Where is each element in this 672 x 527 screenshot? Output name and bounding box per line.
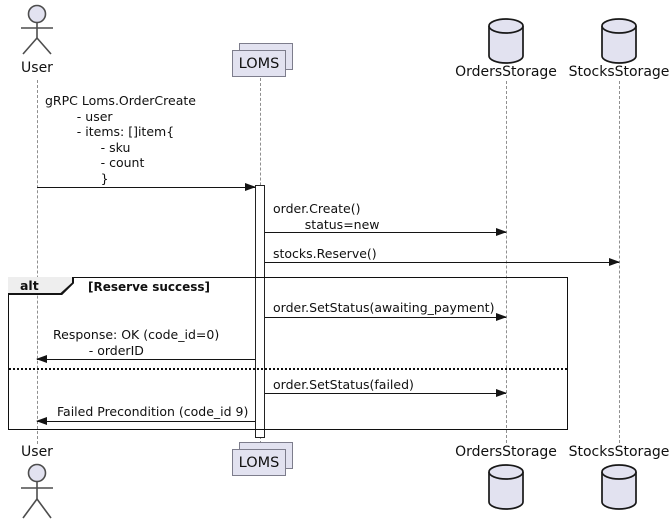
arrowhead-icon <box>496 227 507 236</box>
arrowhead-icon <box>496 312 507 321</box>
message-arrow-loms-to-stocks <box>265 257 620 266</box>
activation-bar-loms <box>255 185 265 438</box>
arrowhead-icon <box>36 354 47 363</box>
alt-operator-label: alt <box>20 277 39 293</box>
alt-operator-tab: alt <box>8 277 74 295</box>
alt-frame <box>8 277 568 430</box>
message-label-order-create-request: gRPC Loms.OrderCreate - user - items: []… <box>45 93 196 186</box>
lifeline-user <box>37 80 38 444</box>
message-label-setstatus-failed: order.SetStatus(failed) <box>273 377 414 392</box>
message-arrow-loms-to-orders-3 <box>265 388 507 397</box>
database-icon-orders-top <box>488 18 524 64</box>
collections-icon-loms-bottom: LOMS <box>232 442 293 476</box>
participant-label-stocks-top: StocksStorage <box>568 64 670 80</box>
message-arrow-loms-to-orders-2 <box>265 312 507 321</box>
message-arrow-user-to-loms <box>37 182 256 191</box>
database-icon-stocks-bottom <box>601 464 637 510</box>
participant-label-loms-top: LOMS <box>232 50 286 77</box>
participant-label-loms-bottom: LOMS <box>232 449 286 476</box>
alt-else-divider <box>9 368 567 370</box>
message-arrow-loms-to-user-fail <box>36 416 255 425</box>
arrowhead-icon <box>245 182 256 191</box>
participant-label-orders-top: OrdersStorage <box>455 64 557 80</box>
arrowhead-icon <box>609 257 620 266</box>
message-label-setstatus-awaiting: order.SetStatus(awaiting_payment) <box>273 300 495 315</box>
participant-label-stocks-bottom: StocksStorage <box>568 444 670 460</box>
collections-icon-loms-top: LOMS <box>232 43 293 77</box>
database-icon-orders-bottom <box>488 464 524 510</box>
message-arrow-loms-to-orders-1 <box>265 227 507 236</box>
participant-label-user-top: User <box>21 60 53 76</box>
message-label-stocks-reserve: stocks.Reserve() <box>273 246 377 261</box>
message-label-failed-precondition: Failed Precondition (code_id 9) <box>57 404 249 419</box>
arrowhead-icon <box>496 388 507 397</box>
actor-icon <box>21 4 53 55</box>
actor-icon-bottom <box>21 463 53 519</box>
message-label-response-ok: Response: OK (code_id=0) - orderID <box>53 327 220 358</box>
message-arrow-loms-to-user-ok <box>36 354 255 363</box>
arrowhead-icon <box>36 416 47 425</box>
participant-label-user-bottom: User <box>21 444 53 460</box>
participant-label-orders-bottom: OrdersStorage <box>455 444 557 460</box>
message-label-order-create: order.Create() status=new <box>273 201 380 232</box>
database-icon-stocks-top <box>601 18 637 64</box>
alt-guard-label: [Reserve success] <box>88 280 211 294</box>
